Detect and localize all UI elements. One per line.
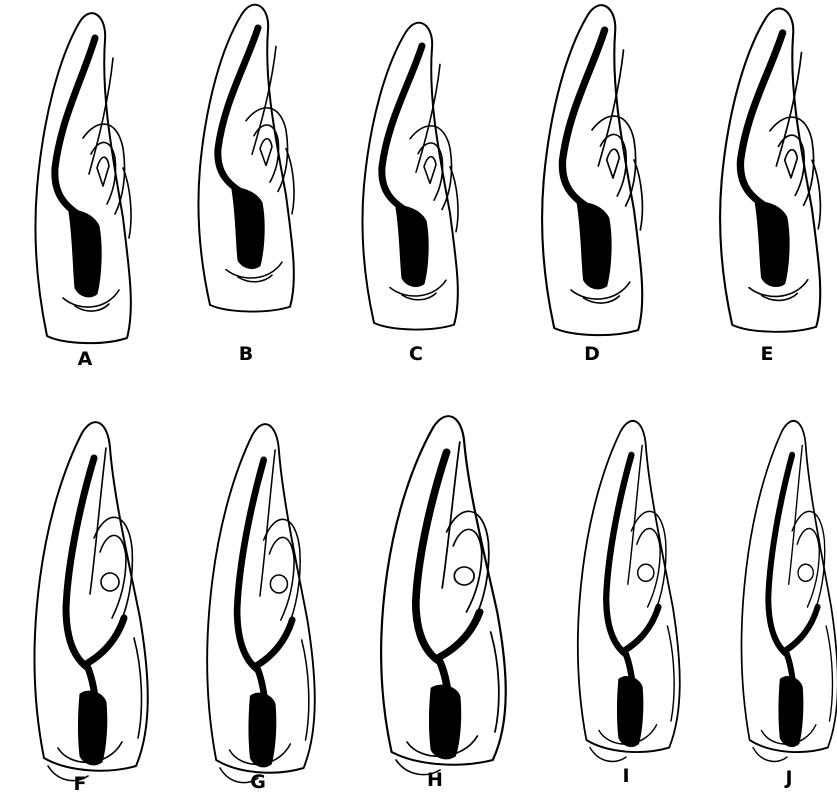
section-j [741,421,837,762]
label-b: B [239,343,253,365]
label-f: F [74,773,87,795]
label-i: I [622,765,629,787]
label-c: C [409,343,423,365]
label-h: H [427,769,443,791]
section-d [542,5,642,335]
label-j: J [783,767,792,789]
section-f [34,422,147,780]
section-b [198,5,294,312]
section-e [720,8,820,331]
label-g: G [250,771,266,793]
label-a: A [78,348,93,370]
section-c [362,23,458,330]
section-h [381,416,506,774]
section-a [35,13,131,343]
section-g [207,424,315,782]
label-d: D [584,343,600,365]
section-i [578,421,680,762]
label-e: E [761,343,774,365]
